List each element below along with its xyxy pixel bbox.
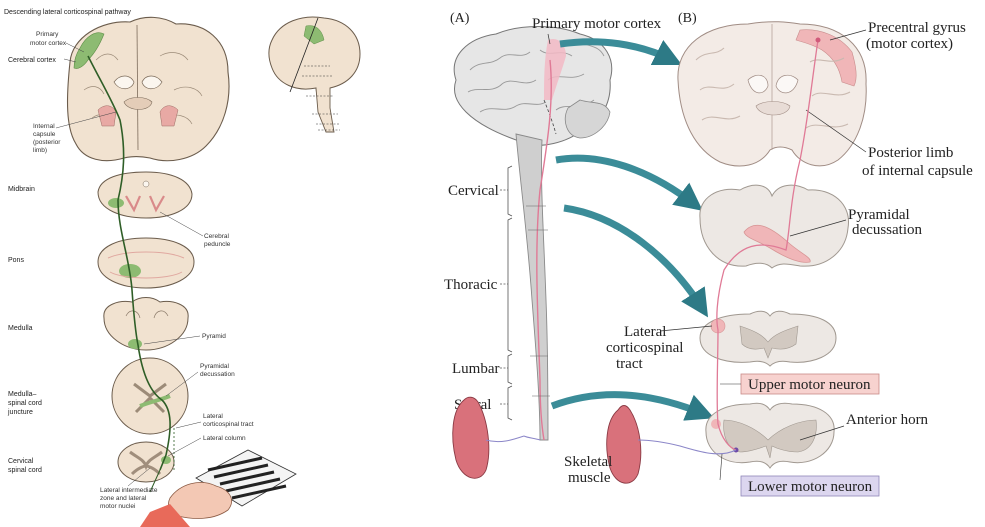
muscle-b [607, 406, 641, 484]
lbl-lat-intermediate-2: zone and lateral [100, 495, 147, 502]
decussation-section [700, 185, 849, 268]
medulla-section [104, 298, 188, 351]
midbrain-section [98, 172, 192, 218]
muscle-a-nerve [486, 436, 524, 442]
lbl-lat-intermediate-3: motor nuclei [100, 503, 135, 510]
inset-brainstem [316, 88, 334, 132]
lbl-skeletal-muscle-1: Skeletal [564, 454, 612, 470]
arrow-to-lateral-tract [564, 208, 702, 308]
lbl-internal-capsule-3: (posterior [33, 139, 61, 146]
lbl-pyramidal-decussation-b-1: Pyramidal [848, 207, 910, 223]
lbl-lumbar: Lumbar [452, 361, 499, 377]
left-title: Descending lateral corticospinal pathway [4, 9, 131, 16]
medulla-juncture-section [112, 358, 188, 434]
bracket-cervical [508, 166, 512, 216]
upper-neuron-soma [816, 38, 821, 43]
lbl-lateral-cst-b-2: corticospinal [606, 340, 683, 356]
lbl-pyramidal-decussation-b-2: decussation [852, 222, 922, 238]
lbl-posterior-limb-1: Posterior limb [868, 145, 953, 161]
lbl-cerebral-peduncle-1: Cerebral [204, 233, 229, 240]
pons-section [98, 238, 194, 288]
panel-b-label: (B) [678, 11, 697, 26]
spinal-cord-a [516, 134, 548, 440]
lbl-pons: Pons [8, 257, 24, 264]
lbl-pyramid: Pyramid [202, 333, 226, 340]
left-panel: Descending lateral corticospinal pathway [4, 9, 360, 527]
lbl-juncture-1: Medulla– [8, 391, 37, 398]
lbl-precentral-gyrus-1: Precentral gyrus [868, 20, 966, 36]
lbl-skeletal-muscle-2: muscle [568, 470, 611, 486]
lbl-cervical: Cervical [448, 183, 499, 199]
decussation-outline [700, 185, 849, 268]
cervical-cord-section [118, 442, 174, 482]
lumbar-section-b [706, 403, 834, 468]
lbl-internal-capsule-2: capsule [33, 131, 56, 138]
cerebellum [565, 100, 610, 138]
lbl-lateral-cst-b-1: Lateral [624, 324, 666, 340]
lower-motor-path-a [524, 436, 540, 440]
leader-lateral-cst [176, 422, 201, 428]
lbl-anterior-horn: Anterior horn [846, 412, 929, 428]
lbl-thoracic: Thoracic [444, 277, 498, 293]
vertebral-brackets [500, 166, 512, 420]
lbl-lateral-cst-2: corticospinal tract [203, 421, 254, 428]
lbl-lateral-cst-b-3: tract [616, 356, 643, 372]
lbl-internal-capsule-4: limb) [33, 147, 47, 154]
lbl-primary-motor-cortex-2: motor cortex [30, 40, 67, 47]
panel-a-label: (A) [450, 11, 470, 26]
leader-lateral-column [168, 438, 201, 456]
lbl-cerebral-peduncle-2: peduncle [204, 241, 231, 248]
bracket-leaders [500, 190, 508, 404]
lbl-precentral-gyrus-2: (motor cortex) [866, 36, 953, 52]
lbl-juncture-3: juncture [7, 409, 33, 416]
lbl-primary-motor-cortex-a: Primary motor cortex [532, 16, 662, 32]
coronal-section-b [678, 22, 866, 166]
coronal-brain-section [68, 17, 230, 160]
lbl-posterior-limb-2: of internal capsule [862, 163, 973, 179]
arrow-to-decussation [556, 158, 694, 204]
sagittal-inset [269, 17, 360, 132]
lbl-upper-motor-neuron: Upper motor neuron [748, 377, 871, 393]
medulla-pyramid-green [128, 339, 142, 349]
cervical-section-b [700, 311, 836, 366]
bracket-lumbar [508, 354, 512, 384]
lbl-lateral-cst-1: Lateral [203, 413, 223, 420]
lbl-internal-capsule-1: Internal [33, 123, 55, 130]
right-panel: (A) (B) Cervical Thoracic Lumbar Sacral [444, 11, 973, 496]
aqueduct [143, 181, 149, 187]
lbl-juncture-2: spinal cord [8, 400, 42, 407]
leader-cerebral-peduncle [160, 212, 203, 236]
lbl-lateral-column: Lateral column [203, 435, 246, 442]
lbl-medulla: Medulla [8, 325, 33, 332]
bracket-sacral [508, 386, 512, 420]
leader-lower-motor [720, 454, 722, 480]
midbrain-outline [98, 172, 192, 218]
lbl-primary-motor-cortex-1: Primary [36, 31, 59, 38]
bracket-thoracic [508, 218, 512, 352]
lbl-lower-motor-neuron: Lower motor neuron [748, 479, 873, 495]
pons-outline [98, 238, 194, 288]
lbl-cervical-cord-2: spinal cord [8, 467, 42, 474]
lbl-cervical-cord-1: Cervical [8, 458, 34, 465]
lbl-pyramidal-decussation-1: Pyramidal [200, 363, 229, 370]
medulla-outline [104, 298, 188, 351]
lbl-pyramidal-decussation-2: decussation [200, 371, 235, 378]
midbrain-tract-green [108, 198, 124, 208]
lbl-midbrain: Midbrain [8, 186, 35, 193]
lbl-cerebral-cortex: Cerebral cortex [8, 57, 56, 64]
lbl-lat-intermediate-1: Lateral intermediate [100, 487, 158, 494]
